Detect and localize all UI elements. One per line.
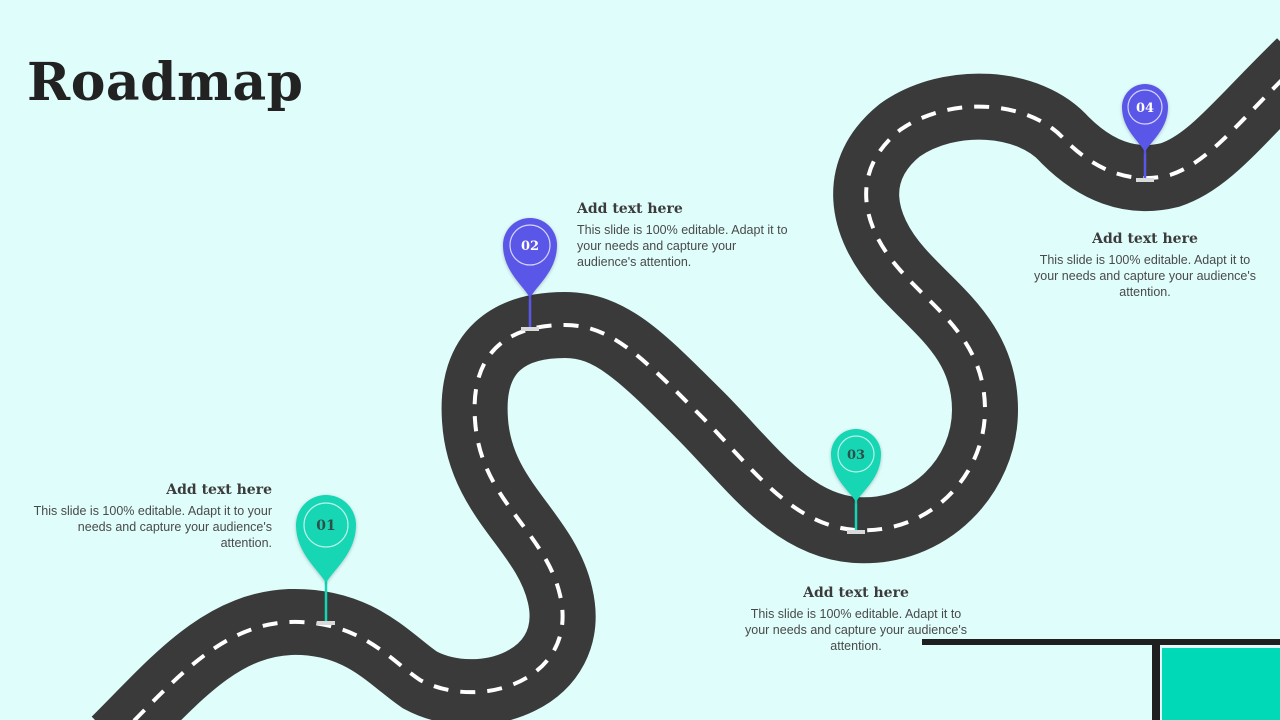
pin-inner-ring [837,435,875,473]
pin-marker-icon [296,495,356,583]
milestone-description: This slide is 100% editable. Adapt it to… [745,607,967,653]
milestone-1-text: Add text here This slide is 100% editabl… [32,482,272,551]
pin-number: 01 [316,518,335,534]
pin-number: 04 [1136,101,1154,116]
road [91,38,1280,720]
milestone-description: This slide is 100% editable. Adapt it to… [1034,253,1256,299]
corner-accent-block [1162,648,1280,720]
pin-inner-ring [509,224,551,266]
pin-base [1136,178,1154,182]
pin-marker-icon [831,429,881,502]
milestone-description: This slide is 100% editable. Adapt it to… [577,223,788,269]
page-title: Roadmap [27,52,304,113]
pin-inner-ring [303,502,349,548]
pin-base [847,530,865,534]
pin-base [317,621,335,625]
milestone-pin-3: 03 [831,429,881,534]
pin-marker-icon [1122,84,1168,152]
pin-base [521,327,539,331]
milestone-2-text: Add text here This slide is 100% editabl… [577,201,797,270]
milestone-pin-4: 04 [1122,84,1168,182]
milestone-3-text: Add text here This slide is 100% editabl… [741,585,971,654]
milestone-pin-1: 01 [296,495,356,625]
corner-accent-post [1152,645,1160,720]
pin-marker-icon [503,218,557,298]
pin-number: 02 [521,239,539,254]
milestone-heading: Add text here [803,585,909,601]
milestone-heading: Add text here [166,482,272,498]
milestone-pin-2: 02 [503,218,557,331]
milestone-heading: Add text here [1092,231,1198,247]
milestone-heading: Add text here [577,201,683,217]
corner-accent-bar [922,639,1280,645]
milestone-4-text: Add text here This slide is 100% editabl… [1030,231,1260,300]
pin-inner-ring [1127,89,1163,125]
pin-number: 03 [847,448,865,463]
road-center-dashes [131,78,1280,720]
milestone-description: This slide is 100% editable. Adapt it to… [33,504,272,550]
corner-accent [922,639,1280,720]
